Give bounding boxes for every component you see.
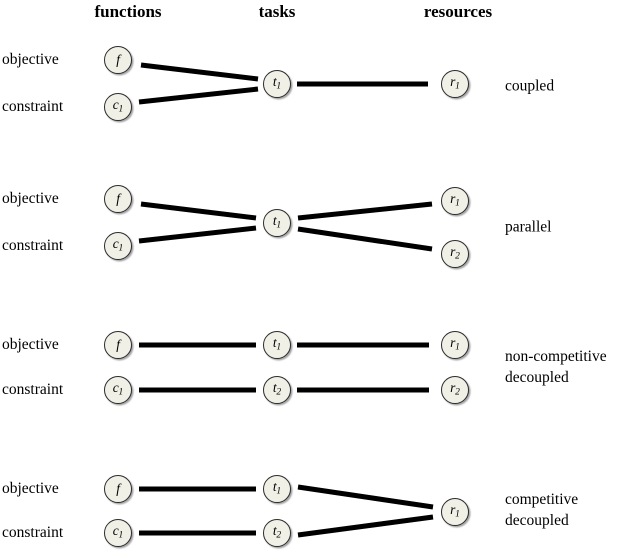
node-parallel-r1[interactable]: r1 (441, 187, 469, 215)
caption-line-coupled-0: coupled (505, 77, 555, 95)
node-coupled-f[interactable]: f (104, 46, 132, 74)
caption-competitive-decoupled: competitive decoupled (505, 489, 578, 531)
side-label-coupled-objective: objective (2, 51, 59, 68)
node-subscript-coupled-r1: 1 (455, 81, 460, 92)
node-subscript-non-competitive-decoupled-r1: 1 (455, 342, 460, 353)
node-non-competitive-decoupled-r1[interactable]: r1 (441, 331, 469, 359)
side-label-parallel-objective: objective (2, 190, 59, 207)
node-subscript-competitive-decoupled-c1: 1 (118, 530, 124, 541)
node-subscript-non-competitive-decoupled-t1: 1 (276, 342, 282, 353)
node-coupled-c1[interactable]: c1 (104, 93, 132, 121)
node-parallel-f[interactable]: f (104, 185, 132, 213)
side-label-coupled-constraint: constraint (2, 98, 64, 115)
side-label-non-competitive-decoupled-constraint: constraint (2, 381, 64, 398)
node-label-coupled-t1: t1 (272, 73, 282, 92)
node-competitive-decoupled-t1[interactable]: t1 (263, 475, 291, 503)
column-header-resources: resources (423, 2, 493, 21)
caption-line-competitive-decoupled-1: decoupled (505, 512, 569, 529)
node-subscript-competitive-decoupled-t1: 1 (276, 486, 282, 497)
node-non-competitive-decoupled-t1[interactable]: t1 (263, 331, 291, 359)
side-label-parallel-constraint: constraint (2, 237, 64, 254)
node-label-parallel-f: f (116, 190, 120, 206)
caption-parallel: parallel (505, 217, 551, 238)
node-label-parallel-t1: t1 (272, 212, 282, 231)
edge-parallel-t1-to-r2 (297, 226, 433, 252)
node-label-non-competitive-decoupled-t2: t2 (272, 379, 282, 398)
node-non-competitive-decoupled-t2[interactable]: t2 (263, 376, 291, 404)
edge-parallel-c1-to-t1 (138, 225, 257, 244)
node-label-parallel-r1: r1 (450, 190, 460, 209)
node-non-competitive-decoupled-r2[interactable]: r2 (441, 376, 469, 404)
caption-line-non-competitive-decoupled-1: decoupled (505, 369, 569, 386)
node-subscript-parallel-t1: 1 (276, 220, 282, 231)
column-header-functions: functions (94, 2, 162, 21)
node-competitive-decoupled-t2[interactable]: t2 (263, 519, 291, 547)
node-label-non-competitive-decoupled-f: f (116, 336, 120, 352)
node-label-coupled-r1: r1 (450, 73, 460, 92)
node-subscript-non-competitive-decoupled-t2: 2 (276, 387, 282, 398)
node-label-competitive-decoupled-r1: r1 (450, 501, 460, 520)
node-competitive-decoupled-r1[interactable]: r1 (441, 498, 469, 526)
side-label-competitive-decoupled-constraint: constraint (2, 524, 64, 541)
side-label-competitive-decoupled-objective: objective (2, 480, 59, 497)
edge-parallel-t1-to-r1 (297, 201, 433, 221)
column-header-tasks: tasks (258, 2, 296, 21)
caption-non-competitive-decoupled: non-competitive decoupled (505, 346, 607, 388)
node-label-non-competitive-decoupled-c1: c1 (112, 379, 124, 398)
node-subscript-competitive-decoupled-r1: 1 (455, 509, 460, 520)
node-subscript-non-competitive-decoupled-r2: 2 (455, 387, 460, 398)
edge-parallel-f-to-t1 (140, 201, 257, 221)
node-subscript-parallel-r1: 1 (455, 198, 460, 209)
caption-line-parallel-0: parallel (505, 218, 552, 236)
caption-line-non-competitive-decoupled-0: non-competitive (505, 348, 607, 365)
node-parallel-c1[interactable]: c1 (104, 232, 132, 260)
node-parallel-r2[interactable]: r2 (441, 240, 469, 268)
edge-competitive-decoupled-t1-to-r1 (297, 484, 434, 510)
node-coupled-r1[interactable]: r1 (441, 70, 469, 98)
node-label-competitive-decoupled-t1: t1 (272, 478, 282, 497)
edge-coupled-c1-to-t1 (138, 86, 259, 105)
node-label-coupled-c1: c1 (112, 96, 124, 115)
node-label-coupled-f: f (116, 51, 120, 67)
node-label-non-competitive-decoupled-t1: t1 (272, 334, 282, 353)
node-label-competitive-decoupled-f: f (116, 480, 120, 496)
node-competitive-decoupled-f[interactable]: f (104, 475, 132, 503)
node-label-competitive-decoupled-c1: c1 (112, 522, 124, 541)
node-non-competitive-decoupled-f[interactable]: f (104, 331, 132, 359)
node-label-parallel-r2: r2 (450, 243, 460, 262)
node-competitive-decoupled-c1[interactable]: c1 (104, 519, 132, 547)
node-subscript-parallel-r2: 2 (455, 251, 460, 262)
node-subscript-coupled-c1: 1 (118, 104, 124, 115)
node-subscript-non-competitive-decoupled-c1: 1 (118, 387, 124, 398)
edge-coupled-f-to-t1 (140, 62, 259, 82)
node-subscript-parallel-c1: 1 (118, 243, 124, 254)
side-label-non-competitive-decoupled-objective: objective (2, 336, 59, 353)
node-label-parallel-c1: c1 (112, 235, 124, 254)
caption-coupled: coupled (505, 76, 554, 97)
caption-line-competitive-decoupled-0: competitive (505, 491, 579, 508)
node-subscript-competitive-decoupled-t2: 2 (276, 530, 282, 541)
node-subscript-coupled-t1: 1 (276, 81, 282, 92)
node-label-non-competitive-decoupled-r1: r1 (450, 334, 460, 353)
node-parallel-t1[interactable]: t1 (263, 209, 291, 237)
node-label-non-competitive-decoupled-r2: r2 (450, 379, 460, 398)
node-coupled-t1[interactable]: t1 (263, 70, 291, 98)
node-label-competitive-decoupled-t2: t2 (272, 522, 282, 541)
edge-competitive-decoupled-t2-to-r1 (297, 514, 434, 538)
node-non-competitive-decoupled-c1[interactable]: c1 (104, 376, 132, 404)
